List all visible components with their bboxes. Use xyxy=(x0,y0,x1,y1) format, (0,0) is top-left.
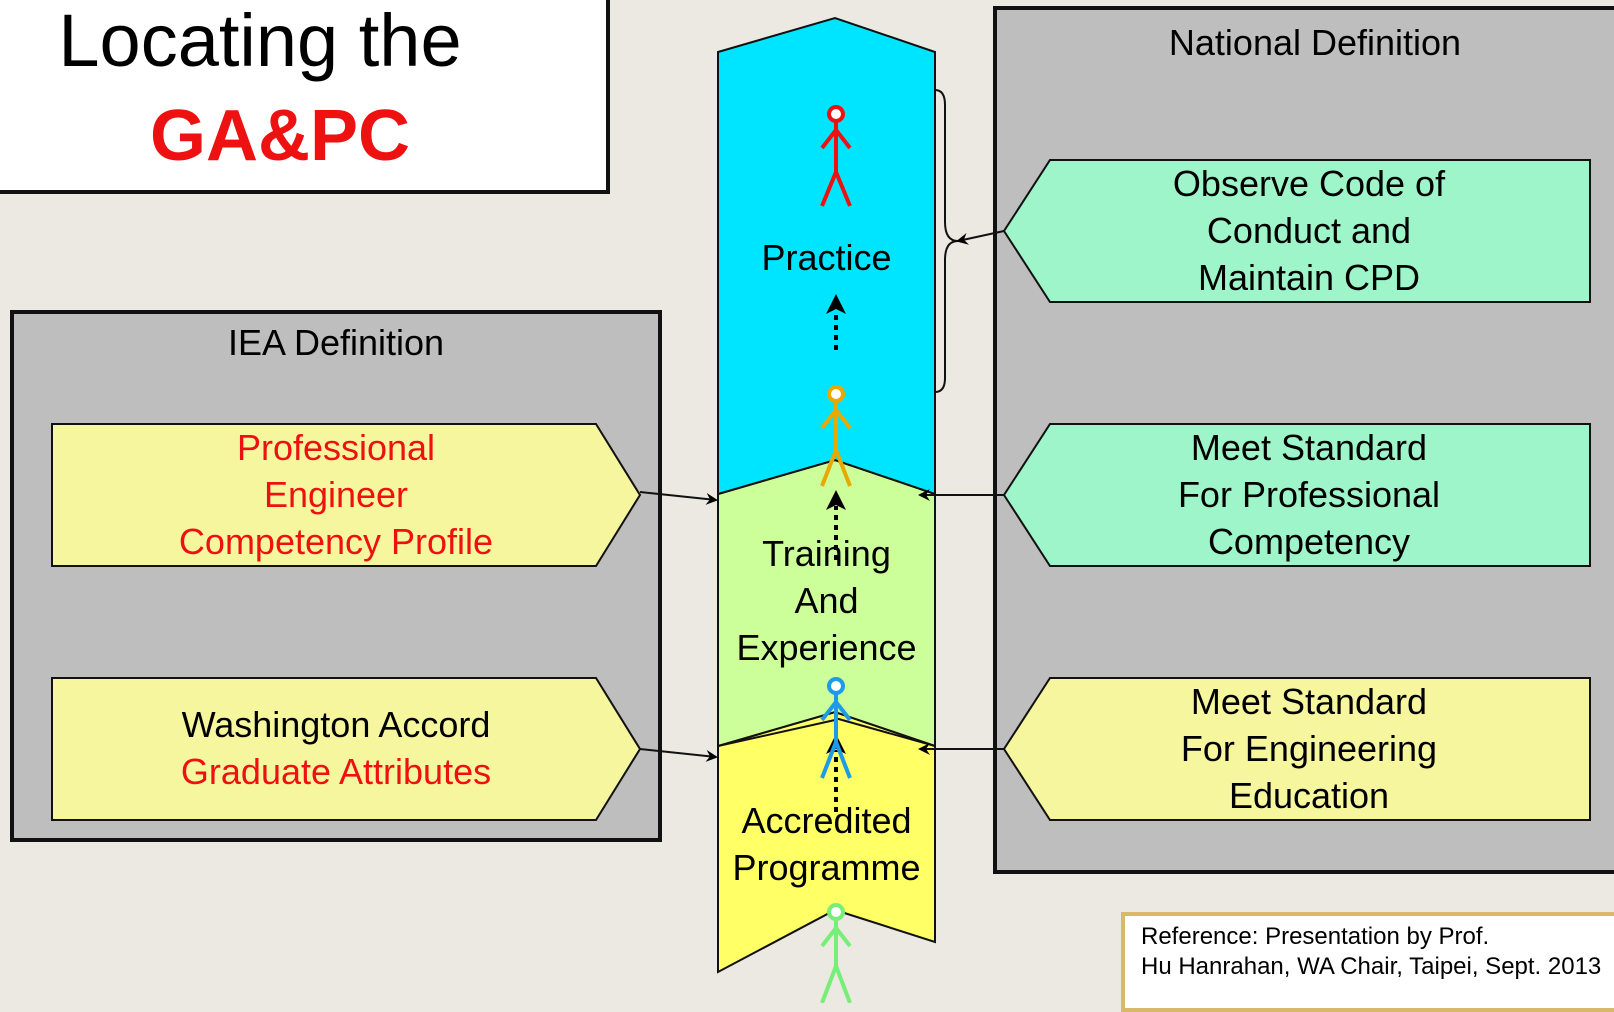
reference-line2: Hu Hanrahan, WA Chair, Taipei, Sept. 201… xyxy=(1141,953,1602,980)
iea-box-competency-text: Professional Engineer Competency Profile xyxy=(52,424,620,565)
iea-box-competency-line: Competency Profile xyxy=(178,521,494,562)
reference-line1: Reference: Presentation by Prof. xyxy=(1141,923,1490,950)
iea-box-graduate-highlight: Graduate Attributes xyxy=(180,751,492,792)
stage-training-line: Training xyxy=(762,533,891,574)
national-box-competency-line: Meet Standard xyxy=(1190,427,1428,468)
national-box-cpd-text: Observe Code of Conduct and Maintain CPD xyxy=(1028,160,1590,301)
figure-graduate-icon xyxy=(820,677,852,779)
national-box-competency-text: Meet Standard For Professional Competenc… xyxy=(1028,424,1590,565)
arrow-graduate-to-column xyxy=(639,748,718,762)
progress-arrow-upper xyxy=(826,294,846,350)
iea-box-competency-line: Professional xyxy=(236,427,436,468)
figure-practitioner-icon xyxy=(820,105,852,207)
national-box-cpd-line: Maintain CPD xyxy=(1197,257,1421,298)
title-box: Locating the GA&PC xyxy=(0,0,610,194)
national-box-education xyxy=(1002,677,1591,821)
figure-trainee-icon xyxy=(820,385,852,487)
national-box-cpd-line: Conduct and xyxy=(1206,210,1412,251)
iea-box-graduate-line: Washington Accord xyxy=(181,704,491,745)
stage-training-line: And xyxy=(794,580,859,621)
iea-panel-title: IEA Definition xyxy=(227,322,445,363)
national-box-competency-line: Competency xyxy=(1207,521,1411,562)
national-box-competency xyxy=(1002,423,1591,567)
stage-accredited-line: Programme xyxy=(732,847,921,888)
arrow-competency-profile-to-column xyxy=(639,491,718,505)
progress-arrow-middle xyxy=(826,490,846,560)
stage-training-line: Experience xyxy=(736,627,917,668)
stage-training-label: Training And Experience xyxy=(718,530,935,671)
iea-box-graduate xyxy=(51,677,642,821)
national-box-competency-line: For Professional xyxy=(1177,474,1441,515)
national-box-education-line: Education xyxy=(1228,775,1390,816)
national-box-cpd xyxy=(1002,159,1591,303)
national-box-cpd-line: Observe Code of xyxy=(1172,163,1446,204)
iea-box-competency xyxy=(51,423,642,567)
national-box-education-line: For Engineering xyxy=(1180,728,1438,769)
stage-accredited-line: Accredited xyxy=(741,800,912,841)
figure-student-icon xyxy=(820,903,852,1003)
national-box-education-text: Meet Standard For Engineering Education xyxy=(1028,678,1590,819)
arrow-cpd-to-bracket xyxy=(956,230,1005,245)
national-box-education-line: Meet Standard xyxy=(1190,681,1428,722)
national-panel-title: National Definition xyxy=(1168,22,1462,63)
iea-box-competency-line: Engineer xyxy=(263,474,409,515)
stage-practice-label: Practice xyxy=(761,237,892,278)
title-highlight: GA&PC xyxy=(149,96,410,176)
title-line1: Locating the xyxy=(58,0,462,82)
reference-box: Reference: Presentation by Prof. Hu Hanr… xyxy=(1121,912,1614,1012)
practice-bracket xyxy=(934,89,959,393)
stage-accredited-label: Accredited Programme xyxy=(718,797,935,891)
iea-box-graduate-text: Washington Accord Graduate Attributes xyxy=(52,701,620,795)
